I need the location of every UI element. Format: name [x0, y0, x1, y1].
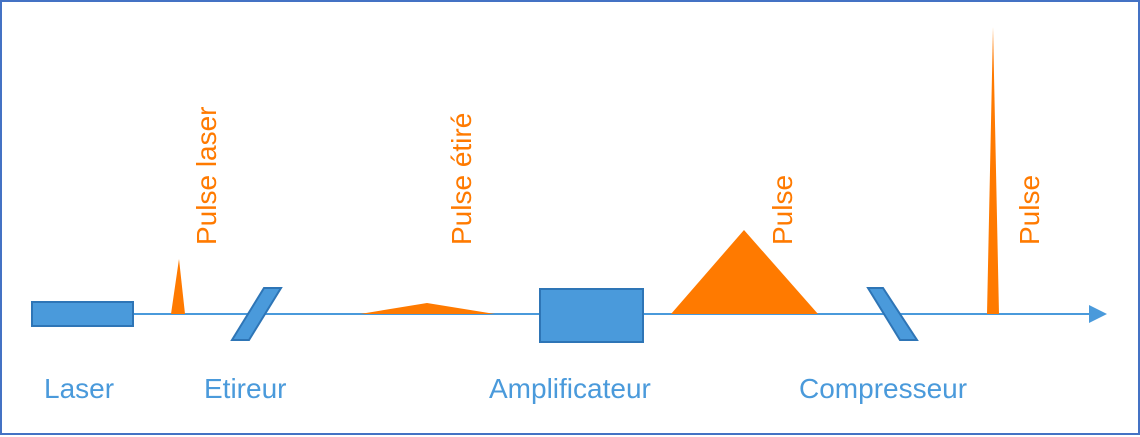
pulse-laser-label: Pulse laser [191, 106, 222, 245]
pulse-compressed-shape [987, 27, 999, 314]
pulse-stretched-label: Pulse étiré [446, 113, 477, 245]
compressor-label: Compresseur [799, 373, 967, 404]
amplifier-label: Amplificateur [489, 373, 651, 404]
pulse-laser-shape [171, 259, 185, 314]
pulse-stretched-shape [360, 303, 495, 314]
laser-label: Laser [44, 373, 114, 404]
stretcher-label: Etireur [204, 373, 286, 404]
laser-box [31, 301, 134, 327]
pulse-amplified-label: Pulse [767, 175, 798, 245]
amplifier-box [539, 288, 644, 343]
compressor-grating [866, 287, 919, 341]
stretcher-grating [230, 287, 283, 341]
pulse-compressed-label: Pulse [1014, 175, 1045, 245]
pulse-amplified-shape [671, 230, 818, 314]
beam-arrow-icon [1089, 305, 1107, 323]
